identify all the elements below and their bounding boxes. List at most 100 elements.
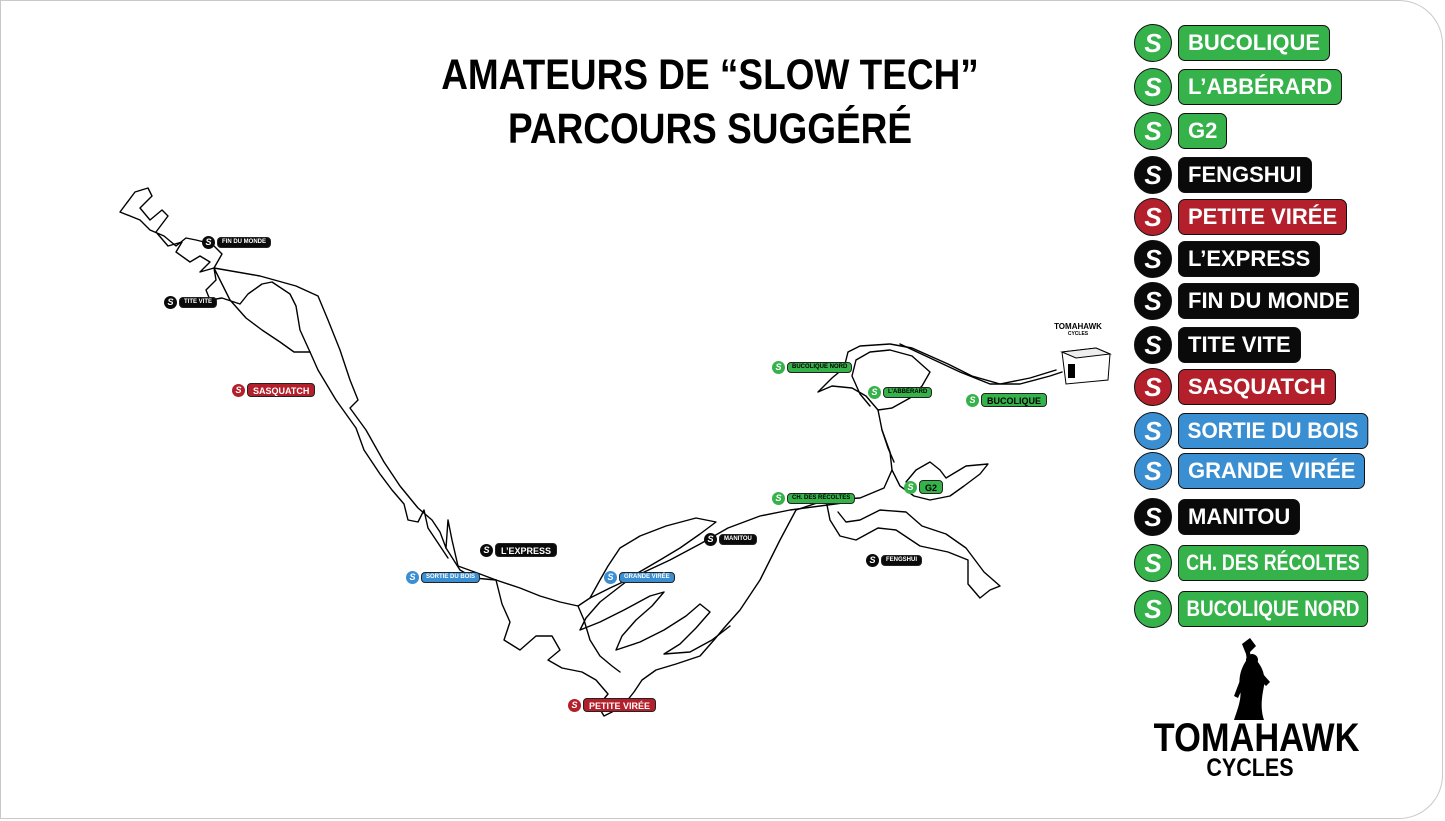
legend-item-bucolique: BUCOLIQUE: [1134, 24, 1330, 62]
trail-badge-icon: [406, 570, 419, 584]
map-label-text: L’EXPRESS: [495, 543, 558, 557]
legend-item-fengshui: FENGSHUI: [1134, 156, 1312, 194]
trail-badge-icon: [904, 480, 917, 494]
legend-label: PETITE VIRÉE: [1178, 199, 1348, 235]
map-label-text: L’ABBÉRARD: [883, 386, 933, 398]
trail-badge-icon: [704, 532, 717, 546]
trail-badge-icon: [164, 295, 177, 309]
title-line-1: AMATEURS DE “SLOW TECH”: [441, 51, 979, 99]
legend-item-bucolique-nord: BUCOLIQUE NORD: [1134, 590, 1401, 628]
trail-badge-icon: [772, 360, 785, 374]
shop-marker: TOMAHAWK CYCLES: [1050, 310, 1122, 382]
legend-item-l-express: L’EXPRESS: [1134, 240, 1321, 278]
trail-tite-vite: [205, 267, 311, 353]
trail-bucolique-nord: [899, 343, 1063, 385]
trail-sortie-du-bois: [495, 409, 893, 717]
trail-badge-icon: [868, 385, 881, 399]
trail-badge-icon: [232, 383, 245, 397]
trail-badge-icon: [1134, 590, 1172, 628]
legend-item-l-abberard: L’ABBÉRARD: [1134, 68, 1343, 106]
map-label-grande-viree: GRANDE VIRÉE: [604, 570, 675, 584]
trail-badge-icon: [966, 393, 979, 407]
trail-badge-icon: [1134, 544, 1172, 582]
tomahawk-figure-icon: [1234, 638, 1270, 720]
map-label-text: CH. DES RÉCOLTES: [787, 492, 856, 504]
trail-badge-icon: [1134, 452, 1172, 490]
trail-sasquatch-inner: [309, 351, 449, 559]
map-label-text: BUCOLIQUE: [981, 393, 1047, 407]
trail-badge-icon: [1134, 282, 1172, 320]
map-label-g2: G2: [904, 480, 944, 494]
trail-badge-icon: [1134, 326, 1172, 364]
trail-badge-icon: [568, 698, 581, 712]
map-label-text: FIN DU MONDE: [217, 236, 271, 248]
logo-subtitle: CYCLES: [1206, 754, 1294, 782]
legend-label: L’EXPRESS: [1178, 241, 1321, 277]
trail-badge-icon: [866, 553, 879, 567]
legend-label: BUCOLIQUE NORD: [1178, 591, 1368, 627]
map-label-text: BUCOLIQUE NORD: [787, 361, 853, 373]
shop-name: TOMAHAWK: [1054, 322, 1102, 331]
map-label-ch-des-recoltes: CH. DES RÉCOLTES: [772, 491, 856, 505]
legend-label: L’ABBÉRARD: [1178, 69, 1343, 105]
legend-label: CH. DES RÉCOLTES: [1178, 545, 1368, 581]
legend-label: GRANDE VIRÉE: [1178, 453, 1366, 489]
map-label-bucolique: BUCOLIQUE: [966, 393, 1047, 407]
map-label-text: MANITOU: [719, 533, 757, 545]
map-label-text: G2: [919, 480, 944, 494]
trail-badge-icon: [480, 543, 493, 557]
trail-abberard: [817, 343, 1057, 411]
legend-item-manitou: MANITOU: [1134, 498, 1301, 536]
map-label-text: TITE VITE: [179, 296, 218, 308]
map-label-text: FENGSHUI: [881, 554, 923, 566]
trail-express: [445, 519, 497, 581]
legend-label: FENGSHUI: [1178, 157, 1312, 193]
trail-badge-icon: [1134, 240, 1172, 278]
legend-item-sasquatch: SASQUATCH: [1134, 368, 1336, 406]
trail-g2: [891, 461, 989, 501]
legend-item-ch-des-recoltes: CH. DES RÉCOLTES: [1134, 544, 1412, 582]
trail-petite-viree: [577, 605, 621, 673]
map-label-text: PETITE VIRÉE: [583, 698, 657, 712]
map-label-l-abberard: L’ABBÉRARD: [868, 385, 933, 399]
map-label-bucolique-nord: BUCOLIQUE NORD: [772, 360, 853, 374]
map-label-l-express: L’EXPRESS: [480, 543, 558, 557]
legend-item-fin-du-monde: FIN DU MONDE: [1134, 282, 1360, 320]
map-label-fin-du-monde: FIN DU MONDE: [202, 235, 271, 249]
shop-subtitle: CYCLES: [1067, 331, 1089, 337]
trail-badge-icon: [1134, 368, 1172, 406]
tomahawk-logo: TOMAHAWK CYCLES: [1138, 636, 1362, 786]
shop-building-icon: [1060, 347, 1112, 385]
legend-label: FIN DU MONDE: [1178, 283, 1360, 319]
legend-item-sortie-du-bois: SORTIE DU BOIS: [1134, 412, 1378, 450]
map-label-text: SASQUATCH: [247, 383, 316, 397]
legend-label: SORTIE DU BOIS: [1178, 413, 1368, 449]
trail-bucolique: [851, 349, 931, 411]
trail-badge-icon: [202, 235, 215, 249]
trail-badge-icon: [1134, 24, 1172, 62]
legend-label: SASQUATCH: [1178, 369, 1336, 405]
trail-badge-icon: [1134, 156, 1172, 194]
title-line-2: PARCOURS SUGGÉRÉ: [507, 105, 913, 153]
trail-fin-du-monde: [119, 187, 223, 273]
map-label-manitou: MANITOU: [704, 532, 757, 546]
trail-badge-icon: [1134, 498, 1172, 536]
map-label-sasquatch: SASQUATCH: [232, 383, 316, 397]
map-label-tite-vite: TITE VITE: [164, 295, 218, 309]
map-title: AMATEURS DE “SLOW TECH” PARCOURS SUGGÉRÉ: [409, 48, 1011, 156]
legend-item-tite-vite: TITE VITE: [1134, 326, 1301, 364]
logo-wordmark: TOMAHAWK: [1153, 716, 1360, 760]
trail-badge-icon: [1134, 112, 1172, 150]
legend-item-g2: G2: [1134, 112, 1228, 150]
map-label-petite-viree: PETITE VIRÉE: [568, 698, 657, 712]
trail-badge-icon: [604, 570, 617, 584]
map-label-sortie-du-bois: SORTIE DU BOIS: [406, 570, 481, 584]
legend-label: BUCOLIQUE: [1178, 25, 1330, 61]
trail-sasquatch-outer: [213, 267, 497, 581]
map-label-text: GRANDE VIRÉE: [619, 571, 675, 583]
trail-badge-icon: [1134, 68, 1172, 106]
legend-label: G2: [1178, 113, 1228, 149]
trail-fengshui: [825, 499, 1001, 599]
legend-item-petite-viree: PETITE VIRÉE: [1134, 198, 1348, 236]
map-label-text: SORTIE DU BOIS: [421, 571, 481, 583]
